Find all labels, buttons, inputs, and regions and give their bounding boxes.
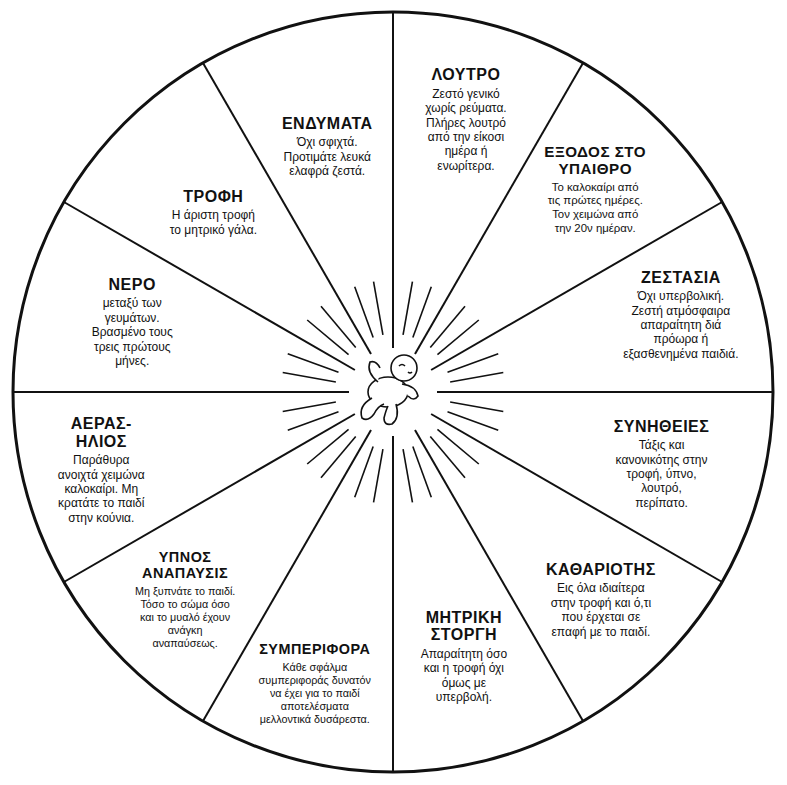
sector-text: Ζεστό γενικό χωρίς ρεύματα. Πλήρες λουτρ…: [421, 87, 511, 173]
sector-divider: [13, 391, 349, 393]
sector-heading: ΜΗΤΡΙΚΗ ΣΤΟΡΓΗ: [419, 609, 509, 644]
sector-heading: ΑΕΡΑΣ-ΗΛΙΟΣ: [56, 415, 146, 450]
sun-ray: [430, 436, 465, 477]
wheel-sector: ΝΕΡΟ μεταξύ των γευμάτων. Βρασμένο τους τ…: [87, 276, 177, 369]
sector-text: Παράθυρα ανοιχτά χειμώνα καλοκαίρι. Μη κ…: [56, 453, 146, 525]
sector-text: Τάξις και κανονικότης στην τροφή, ύπνο, …: [614, 438, 710, 510]
sector-divider: [437, 391, 773, 393]
sector-text: Εις όλα ιδιαίτερα στην τροφή και ό,τι πο…: [544, 581, 658, 639]
sector-heading: ΛΟΥΤΡΟ: [421, 66, 511, 84]
sector-text: Κάθε σφάλμα συμπεριφοράς δυνατόν να έχει…: [258, 661, 372, 726]
sector-divider: [392, 12, 394, 348]
sector-text: Όχι σφιχτά. Προτιμάτε λευκά ελαφρά ζεστά…: [279, 135, 375, 178]
sun-ray: [437, 429, 478, 464]
wheel-sector: ΣΥΜΠΕΡΙΦΟΡΑ Κάθε σφάλμα συμπεριφοράς δυνα…: [258, 642, 372, 726]
baby-illustration: [361, 355, 418, 424]
sector-heading: ΕΝΔΥΜΑΤΑ: [279, 115, 375, 133]
sector-divider: [64, 202, 355, 370]
wheel-sector: ΜΗΤΡΙΚΗ ΣΤΟΡΓΗΑπαραίτητη όσο και η τροφή…: [419, 609, 509, 705]
wheel-sector: ΛΟΥΤΡΟ Ζεστό γενικό χωρίς ρεύματα. Πλήρες…: [421, 66, 511, 173]
sun-ray: [288, 412, 339, 430]
sun-ray: [448, 354, 499, 372]
wheel-sector: ΑΕΡΑΣ-ΗΛΙΟΣΠαράθυρα ανοιχτά χειμώνα καλο…: [56, 415, 146, 525]
sun-ray: [374, 449, 383, 502]
sun-ray: [374, 282, 383, 335]
sector-text: Απαραίτητη όσο και η τροφή όχι όμως με υ…: [419, 647, 509, 705]
sun-ray: [283, 402, 336, 411]
sector-text: Η άριστη τροφή το μητρικό γάλα.: [168, 208, 258, 237]
sector-text: Όχι υπερβολική. Ζεστή ατμόσφαιρα απαραίτ…: [621, 289, 741, 361]
outer-circle: [13, 12, 773, 772]
sector-heading: ΚΑΘΑΡΙΟΤΗΣ: [544, 561, 658, 579]
sector-divider: [431, 414, 722, 582]
sun-ray: [283, 373, 336, 382]
wheel-sector: ΕΞΟΔΟΣ ΣΤΟ ΥΠΑΙΘΡΟ Το καλοκαίρι από τις π…: [544, 144, 646, 235]
wheel-sector: ΕΝΔΥΜΑΤΑ Όχι σφιχτά. Προτιμάτε λευκά ελαφ…: [279, 115, 375, 179]
sector-heading: ΣΥΝΗΘΕΙΕΣ: [614, 418, 710, 436]
sector-text: Μη ξυπνάτε το παιδί. Τόσο το σώμα όσο κα…: [134, 585, 236, 650]
sector-heading: ΤΡΟΦΗ: [168, 188, 258, 206]
wheel-sector: ΚΑΘΑΡΙΟΤΗΣ Εις όλα ιδιαίτερα στην τροφή κ…: [544, 561, 658, 639]
wheel-sector: ΖΕΣΤΑΣΙΑ Όχι υπερβολική. Ζεστή ατμόσφαιρα…: [621, 269, 741, 362]
sector-heading: ΕΞΟΔΟΣ ΣΤΟ ΥΠΑΙΘΡΟ: [544, 144, 646, 177]
sun-ray: [430, 306, 465, 347]
sun-ray: [321, 306, 356, 347]
sun-ray: [413, 447, 431, 498]
wheel-sector: ΣΥΝΗΘΕΙΕΣ Τάξις και κανονικότης στην τροφ…: [614, 418, 710, 511]
sector-text: μεταξύ των γευμάτων. Βρασμένο τους τρεις…: [87, 296, 177, 368]
sun-ray: [450, 402, 503, 411]
sun-ray: [403, 449, 412, 502]
sun-ray: [307, 429, 348, 464]
sun-ray: [437, 320, 478, 355]
sector-heading: ΖΕΣΤΑΣΙΑ: [621, 269, 741, 287]
sector-divider: [392, 436, 394, 772]
sun-ray: [355, 287, 373, 338]
sun-ray: [403, 282, 412, 335]
sun-ray: [321, 436, 356, 477]
sun-ray: [288, 354, 339, 372]
sector-heading: ΣΥΜΠΕΡΙΦΟΡΑ: [258, 642, 372, 658]
sector-heading: ΝΕΡΟ: [87, 276, 177, 294]
wheel-sector: ΥΠΝΟΣ ΑΝΑΠΑΥΣΙΣΜη ξυπνάτε το παιδί. Τόσο…: [134, 550, 236, 649]
sector-heading: ΥΠΝΟΣ ΑΝΑΠΑΥΣΙΣ: [134, 550, 236, 582]
sector-text: Το καλοκαίρι από τις πρώτες ημέρες. Τον …: [544, 181, 646, 236]
sun-ray: [307, 320, 348, 355]
sun-ray: [450, 373, 503, 382]
wheel-sector: ΤΡΟΦΗ Η άριστη τροφή το μητρικό γάλα.: [168, 188, 258, 237]
